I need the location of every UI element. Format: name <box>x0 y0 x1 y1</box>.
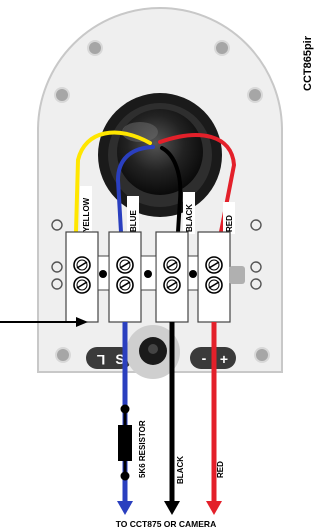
resistor-label: 5K6 RESISTOR <box>138 420 147 478</box>
mounting-hole-top-right <box>214 40 230 56</box>
terminal-dot-3 <box>189 270 197 278</box>
screw-4-bottom <box>205 276 223 294</box>
side-ring-left-1 <box>51 219 63 231</box>
pointer-arrow <box>0 317 88 327</box>
pin-label-s: S <box>115 351 124 367</box>
screw-1-bottom <box>73 276 91 294</box>
screw-2-top <box>116 256 134 274</box>
pin-label-plus: + <box>220 351 228 367</box>
screw-3-bottom <box>163 276 181 294</box>
model-label: CCT865pir <box>302 35 314 91</box>
mounting-hole-top-left <box>87 40 103 56</box>
terminal-dot-1 <box>99 270 107 278</box>
red-cable <box>206 322 222 515</box>
terminal-dot-2 <box>144 270 152 278</box>
side-ring-left-3 <box>51 278 63 290</box>
red-cable-label: RED <box>216 461 225 478</box>
wire-yellow <box>74 130 152 234</box>
terminal-tag-yellow: YELLOW <box>80 186 92 234</box>
wire-black <box>160 146 183 234</box>
side-ring-left-2 <box>51 261 63 273</box>
component-right <box>229 266 245 284</box>
wire-blue <box>115 145 155 234</box>
black-cable-label: BLACK <box>176 456 185 484</box>
screw-3-top <box>163 256 181 274</box>
terminal-tag-black: BLACK <box>183 192 195 234</box>
side-ring-right-3 <box>250 278 262 290</box>
terminal-label-black: BLACK <box>185 204 194 232</box>
terminal-tag-red: RED <box>223 202 235 234</box>
pin-label-l: L <box>96 352 105 368</box>
terminal-label-red: RED <box>225 215 234 232</box>
black-cable <box>164 322 180 515</box>
terminal-label-blue: BLUE <box>129 210 138 232</box>
resistor-5k6 <box>118 404 132 481</box>
pir-sensor-highlight <box>122 122 158 142</box>
terminal-label-yellow: YELLOW <box>82 197 91 232</box>
terminal-tag-blue: BLUE <box>127 196 139 234</box>
mounting-hole-bottom-right <box>254 347 270 363</box>
screw-2-bottom <box>116 276 134 294</box>
pin-label-minus: - <box>202 350 207 366</box>
mounting-hole-mid-right <box>247 87 263 103</box>
mounting-hole-bottom-left <box>55 347 71 363</box>
screw-1-top <box>73 256 91 274</box>
side-ring-right-1 <box>250 219 262 231</box>
mounting-hole-mid-left <box>54 87 70 103</box>
wire-red <box>158 133 237 234</box>
screw-4-top <box>205 256 223 274</box>
destination-label: TO CCT875 OR CAMERA <box>116 519 216 529</box>
side-ring-right-2 <box>250 261 262 273</box>
